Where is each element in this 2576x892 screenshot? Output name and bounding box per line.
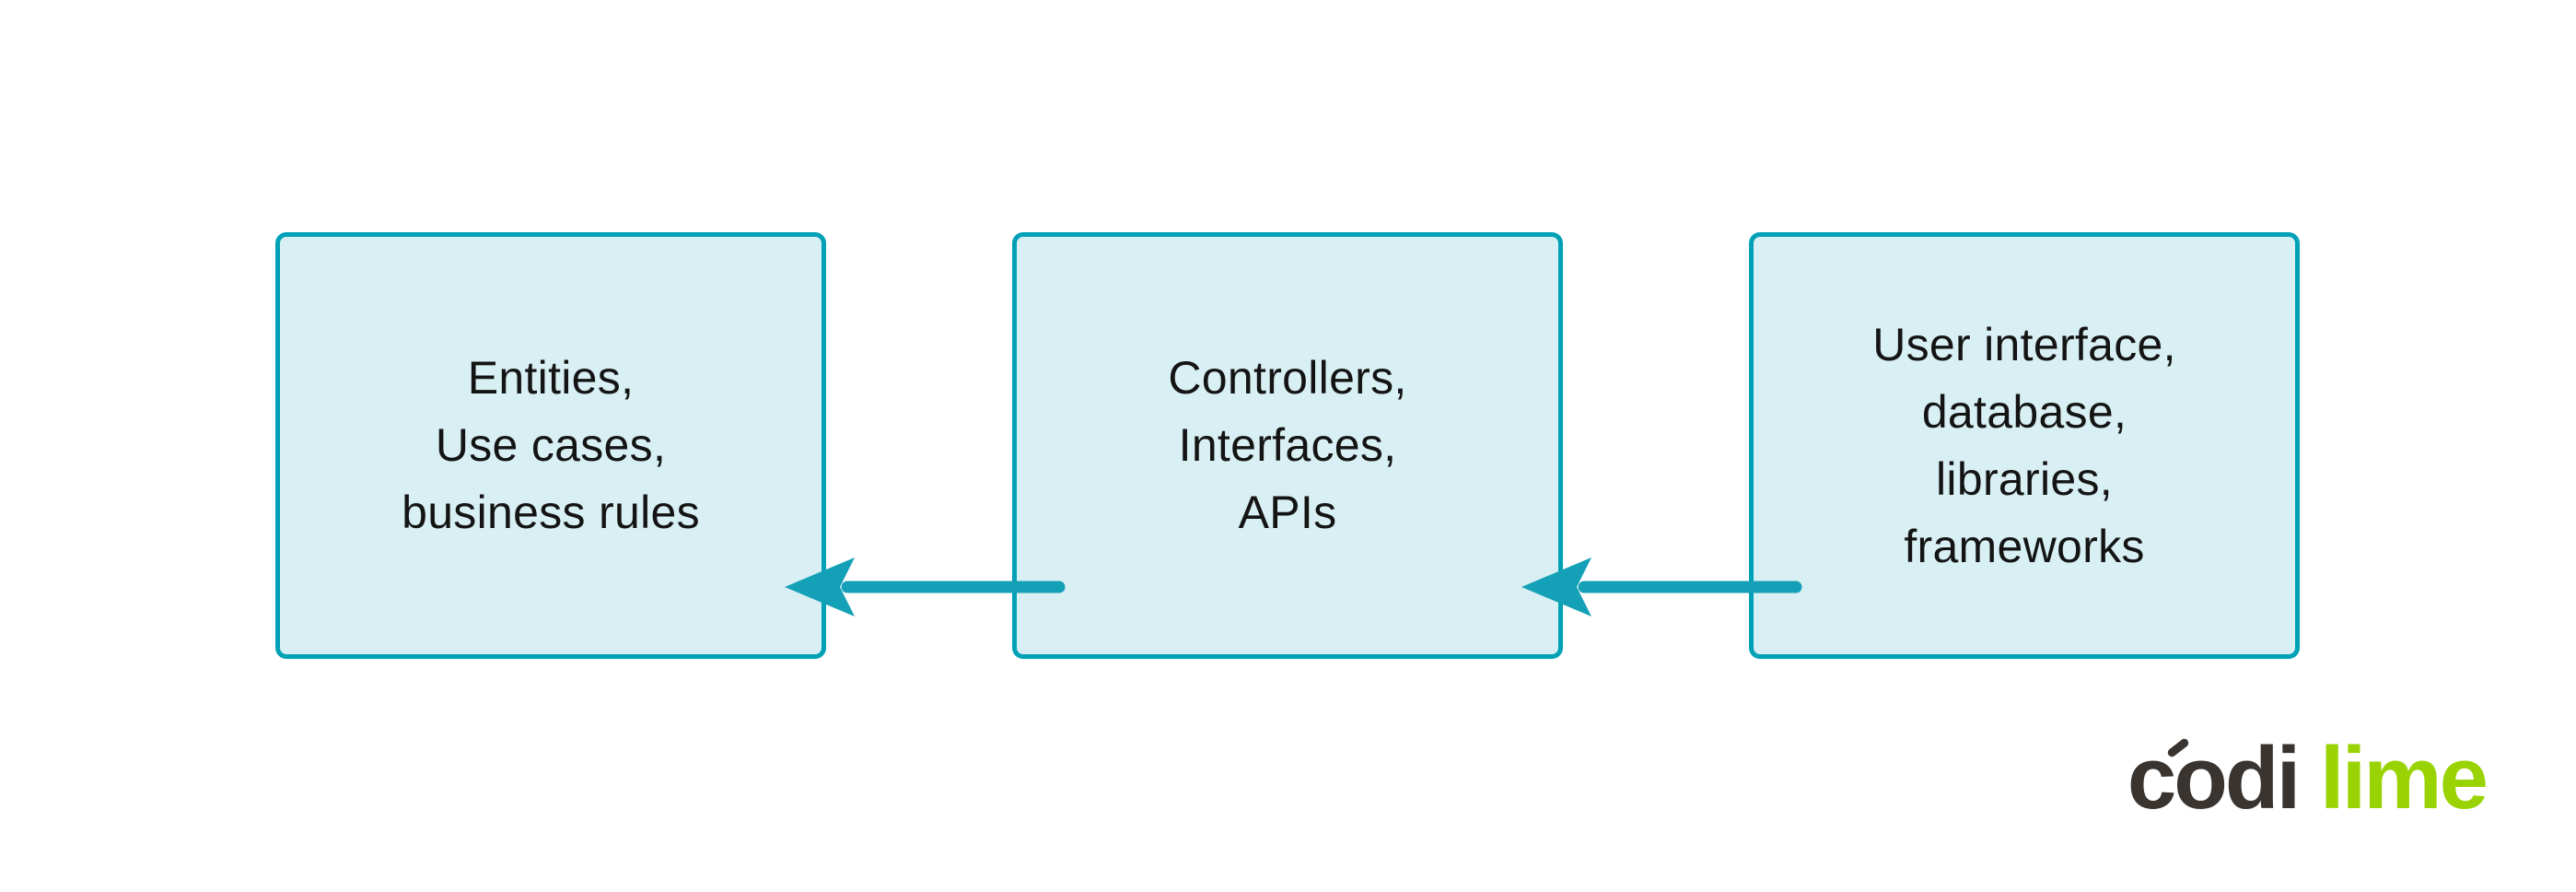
box-frameworks-line: User interface, (1872, 318, 2176, 370)
box-controllers-line: Controllers, (1168, 352, 1407, 404)
box-controllers: Controllers, Interfaces, APIs (1012, 232, 1563, 659)
box-entities-text: Entities, Use cases, business rules (402, 345, 700, 546)
codilime-logo: codi lime (2127, 734, 2489, 823)
box-frameworks: User interface, database, libraries, fra… (1749, 232, 2300, 659)
box-entities: Entities, Use cases, business rules (275, 232, 826, 659)
box-controllers-line: APIs (1238, 487, 1337, 538)
codilime-logo-dark-text: codi (2127, 729, 2301, 827)
box-frameworks-line: libraries, (1936, 452, 2113, 505)
box-frameworks-text: User interface, database, libraries, fra… (1872, 311, 2176, 581)
box-entities-line: business rules (402, 487, 700, 538)
box-controllers-line: Interfaces, (1178, 419, 1397, 471)
box-frameworks-line: database, (1921, 385, 2127, 438)
codilime-logo-dark-part: codi (2127, 729, 2320, 827)
box-frameworks-line: frameworks (1904, 520, 2145, 572)
box-controllers-text: Controllers, Interfaces, APIs (1168, 345, 1406, 546)
box-entities-line: Use cases, (435, 419, 667, 471)
box-entities-line: Entities, (467, 352, 635, 404)
codilime-logo-green-part: lime (2319, 729, 2489, 827)
